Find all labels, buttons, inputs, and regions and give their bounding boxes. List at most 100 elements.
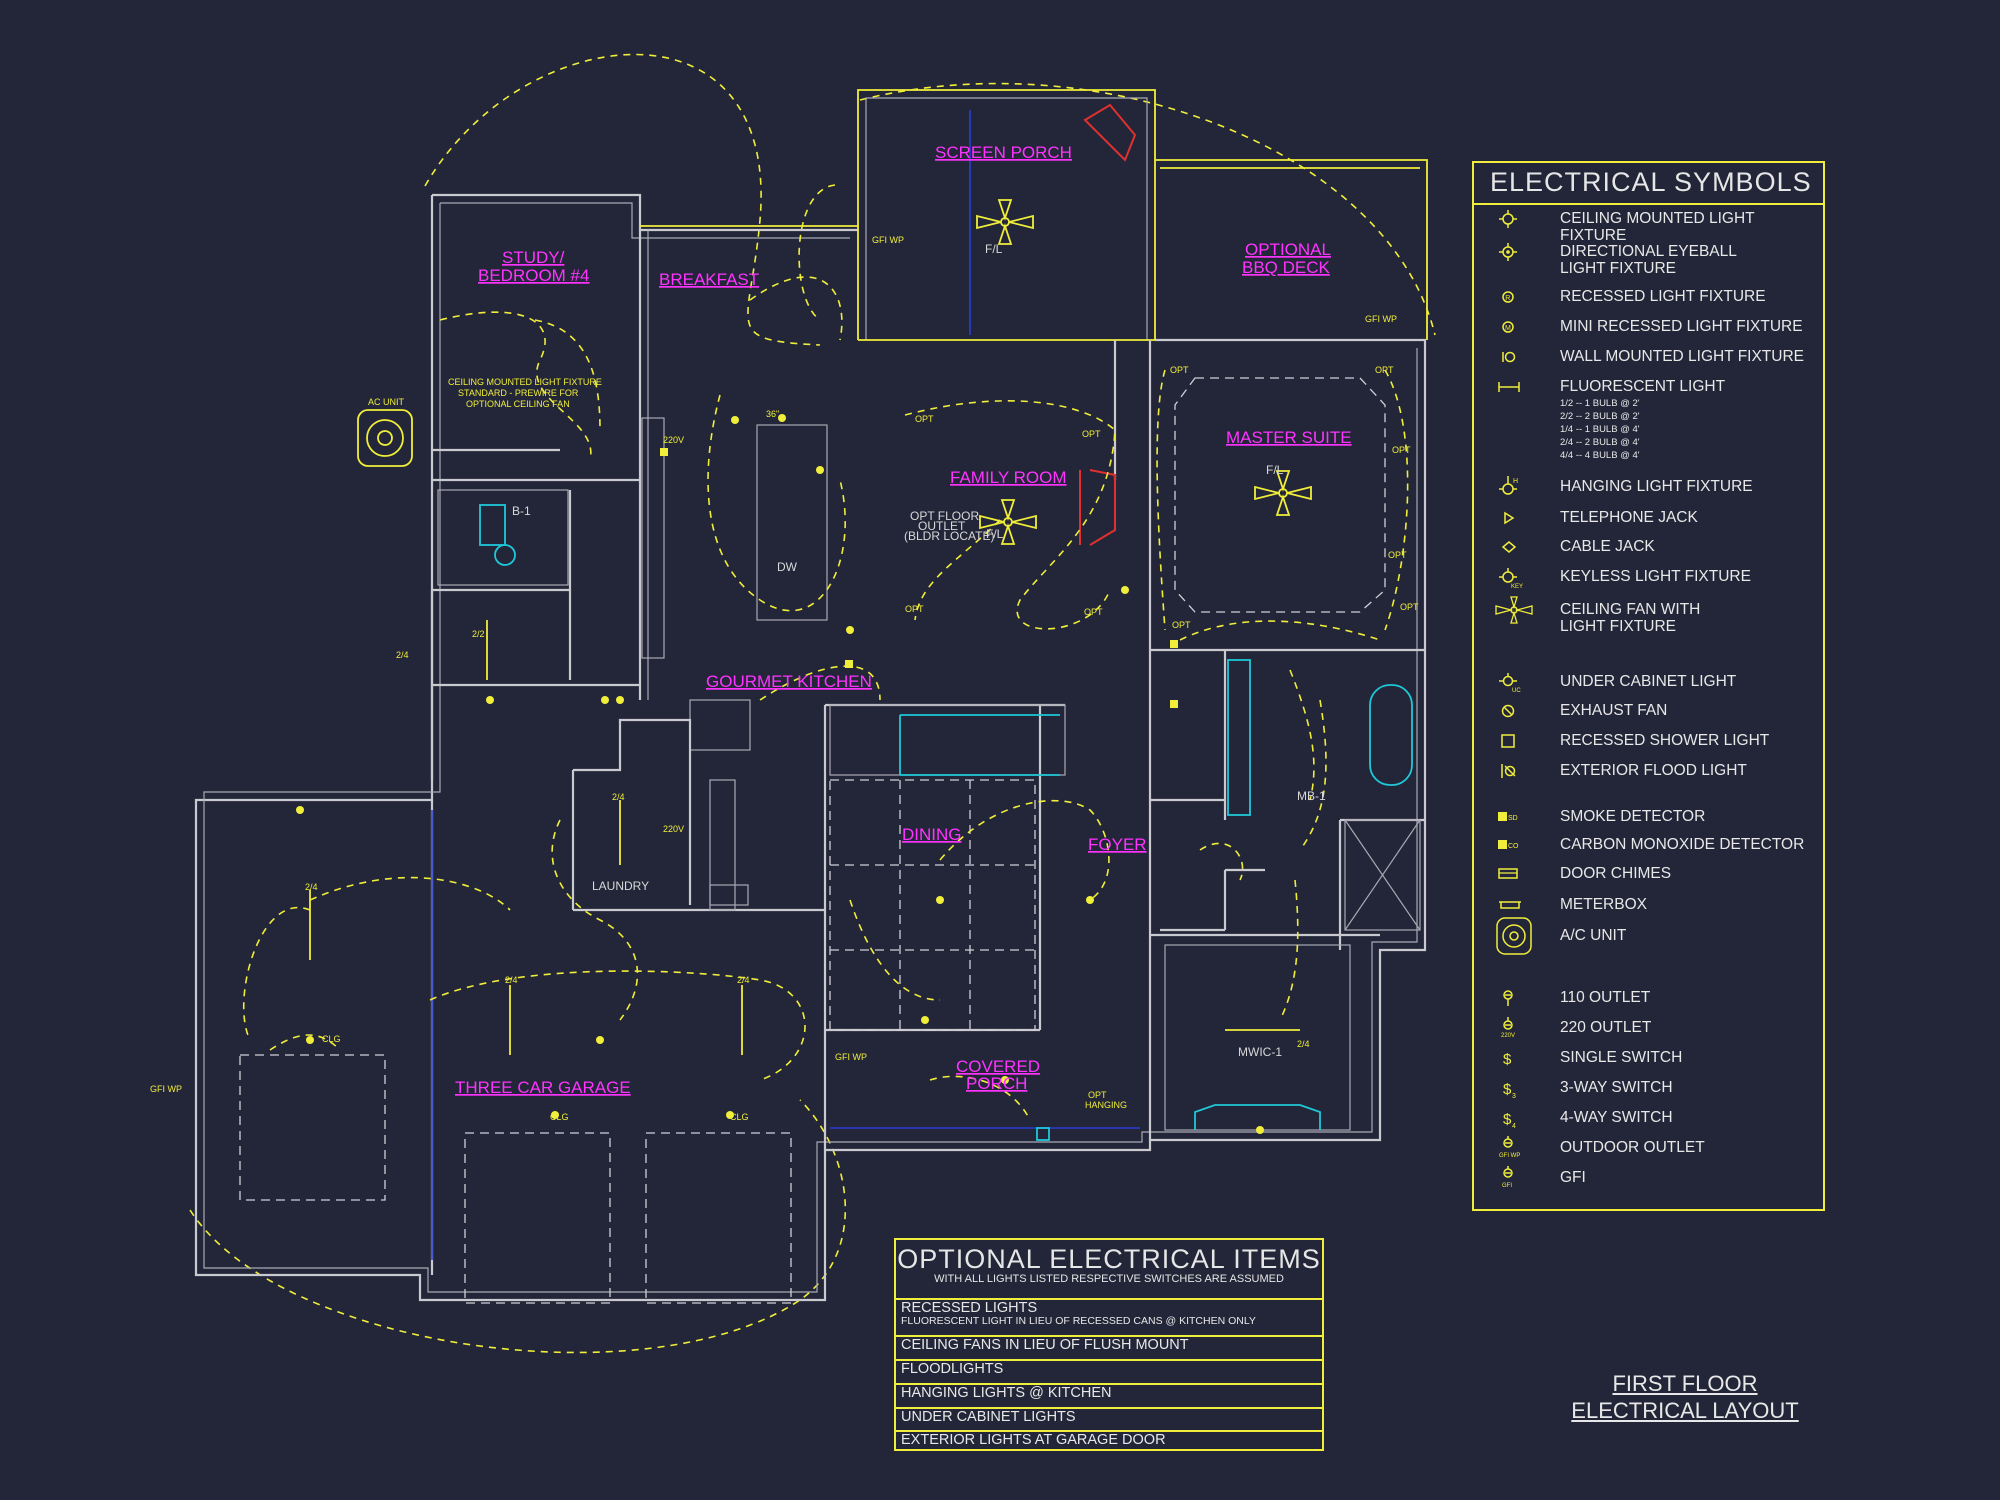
- ceiling-fan-icon: [1495, 596, 1533, 624]
- room-bbq-line1: OPTIONAL: [1245, 240, 1331, 259]
- legend-label: MINI RECESSED LIGHT FIXTURE: [1560, 318, 1803, 335]
- legend-label: HANGING LIGHT FIXTURE: [1560, 478, 1753, 495]
- wiring: [242, 184, 1409, 1121]
- room-covered-porch-line1: COVERED: [956, 1057, 1040, 1076]
- room-breakfast: BREAKFAST: [659, 270, 759, 289]
- svg-text:SD: SD: [1508, 815, 1518, 822]
- ac-unit-label: AC UNIT: [368, 397, 405, 407]
- legend-label: WALL MOUNTED LIGHT FIXTURE: [1560, 348, 1805, 365]
- outlet-220-icon: 220V: [1496, 1015, 1532, 1041]
- optional-item-label: RECESSED LIGHTS: [901, 1300, 1038, 1316]
- legend-label: OUTDOOR OUTLET: [1560, 1139, 1705, 1156]
- note-clg-3: CLG: [730, 1112, 749, 1122]
- legend-label-line2: LIGHT FIXTURE: [1560, 260, 1676, 277]
- legend-label-line2: LIGHT FIXTURE: [1560, 618, 1676, 635]
- legend-label: 4-WAY SWITCH: [1560, 1109, 1673, 1126]
- optional-item: FLOODLIGHTS: [896, 1359, 1322, 1383]
- fixture-marks: [296, 414, 1264, 1134]
- ac-unit-icon: [1496, 917, 1532, 955]
- svg-text:CO: CO: [1508, 843, 1519, 850]
- ceiling-fan-screen-porch: [976, 199, 1034, 245]
- optional-item: EXTERIOR LIGHTS AT GARAGE DOOR: [896, 1430, 1322, 1451]
- svg-text:GFI WP: GFI WP: [1499, 1153, 1520, 1159]
- note-opt-9: OPT: [1084, 607, 1103, 617]
- legend-label: TELEPHONE JACK: [1560, 509, 1698, 526]
- note-opt-7: OPT: [1400, 602, 1419, 612]
- note-opt-2: OPT: [1082, 429, 1101, 439]
- note-opt-8: OPT: [1172, 620, 1191, 630]
- fluorescent-sub-label: 2/4 -- 2 BULB @ 4': [1560, 437, 1640, 448]
- note-opt-10: OPT: [905, 604, 924, 614]
- optional-item-label: HANGING LIGHTS @ KITCHEN: [901, 1385, 1112, 1401]
- flood-light-icon: [1496, 758, 1532, 784]
- optional-item: UNDER CABINET LIGHTS: [896, 1407, 1322, 1430]
- note-220v-1: 220V: [663, 435, 684, 445]
- note-24-2: 2/4: [612, 792, 625, 802]
- room-gourmet-kitchen: GOURMET KITCHEN: [706, 672, 872, 691]
- room-family-room: FAMILY ROOM: [950, 468, 1067, 487]
- legend-label: KEYLESS LIGHT FIXTURE: [1560, 568, 1751, 585]
- note-opt-hanging-1: OPT: [1088, 1090, 1107, 1100]
- room-mb1: MB-1: [1297, 789, 1326, 803]
- note-opt-floor-1: OPT FLOOR: [910, 509, 979, 523]
- fluorescent-sub-label: 2/2 -- 2 BULB @ 2': [1560, 411, 1640, 422]
- sheet-title-line2: ELECTRICAL LAYOUT: [1571, 1398, 1799, 1423]
- svg-text:220V: 220V: [1501, 1033, 1515, 1039]
- svg-text:$: $: [1503, 1111, 1512, 1128]
- shower-light-icon: [1496, 728, 1532, 754]
- legend-label: FLUORESCENT LIGHT: [1560, 378, 1726, 395]
- legend-label: 220 OUTLET: [1560, 1019, 1652, 1036]
- sheet-title-line1: FIRST FLOOR: [1612, 1371, 1758, 1396]
- legend-label: 3-WAY SWITCH: [1560, 1079, 1673, 1096]
- room-master-suite: MASTER SUITE: [1226, 428, 1352, 447]
- interior-walls: [239, 103, 1425, 1304]
- note-24-5: 2/4: [737, 975, 750, 985]
- optional-item: CEILING FANS IN LIEU OF FLUSH MOUNT: [896, 1335, 1322, 1359]
- note-gfi-wp-2: GFI WP: [1365, 314, 1397, 324]
- legend-label: SINGLE SWITCH: [1560, 1049, 1683, 1066]
- room-covered-porch-line2: PORCH: [966, 1074, 1027, 1093]
- keyless-light-icon: KEY: [1496, 564, 1532, 590]
- cable-jack-icon: [1496, 534, 1532, 560]
- svg-text:$: $: [1503, 1081, 1512, 1098]
- room-laundry: LAUNDRY: [592, 879, 649, 893]
- optional-item-note: FLUORESCENT LIGHT IN LIEU OF RECESSED CA…: [901, 1315, 1256, 1327]
- legend-label: A/C UNIT: [1560, 927, 1627, 944]
- note-22: 2/2: [472, 629, 485, 639]
- four-way-switch-icon: $4: [1496, 1105, 1532, 1131]
- under-cabinet-icon: UC: [1496, 669, 1532, 695]
- ac-unit: AC UNIT: [357, 397, 413, 467]
- legend-label: DOOR CHIMES: [1560, 865, 1672, 882]
- ceiling-fan-master: [1254, 470, 1312, 516]
- three-way-switch-icon: $3: [1496, 1075, 1532, 1101]
- note-gfi-wp-1: GFI WP: [872, 235, 904, 245]
- fluorescent-sub-label: 1/2 -- 1 BULB @ 2': [1560, 398, 1640, 409]
- note-opt-1: OPT: [915, 414, 934, 424]
- wall-light-icon: [1496, 344, 1532, 370]
- note-opt-3: OPT: [1170, 365, 1189, 375]
- optional-item-label: FLOODLIGHTS: [901, 1361, 1004, 1377]
- outdoor-outlet-icon: GFI WP: [1496, 1135, 1532, 1161]
- note-fixture-2: STANDARD - PREWIRE FOR: [458, 388, 579, 398]
- legend-label: CEILING FAN WITH: [1560, 601, 1701, 618]
- note-fl-master: F/L: [1266, 463, 1284, 477]
- svg-text:KEY: KEY: [1511, 584, 1523, 590]
- room-b1: B-1: [512, 504, 531, 518]
- exhaust-fan-icon: [1496, 698, 1532, 724]
- svg-text:GFI: GFI: [1502, 1183, 1512, 1189]
- room-mwic1: MWIC-1: [1238, 1045, 1282, 1059]
- note-fl-porch: F/L: [985, 242, 1003, 256]
- ceiling-light-icon: [1496, 206, 1532, 232]
- note-36: 36": [766, 409, 779, 419]
- legend-label: EXTERIOR FLOOD LIGHT: [1560, 762, 1747, 779]
- note-24-3: 2/4: [305, 882, 318, 892]
- legend-label: RECESSED LIGHT FIXTURE: [1560, 288, 1766, 305]
- room-bbq-line2: BBQ DECK: [1242, 258, 1331, 277]
- legend-label: UNDER CABINET LIGHT: [1560, 673, 1737, 690]
- legend-label: EXHAUST FAN: [1560, 702, 1668, 719]
- svg-text:$: $: [1503, 1051, 1512, 1068]
- note-fl-family: F/L: [986, 527, 1004, 541]
- optional-item-label: EXTERIOR LIGHTS AT GARAGE DOOR: [901, 1432, 1166, 1448]
